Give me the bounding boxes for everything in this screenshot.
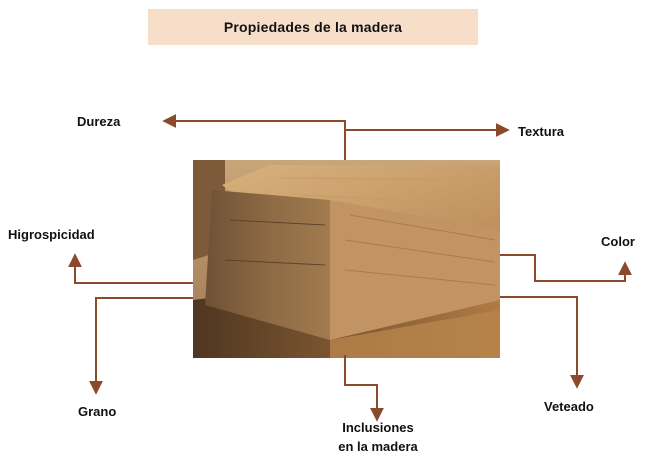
connector-grano <box>89 297 193 395</box>
connector-veteado <box>500 296 584 389</box>
label-inclusiones: Inclusiones en la madera <box>318 418 438 456</box>
label-grano: Grano <box>78 404 117 419</box>
title-box: Propiedades de la madera <box>148 9 478 45</box>
label-higrospicidad: Higrospicidad <box>8 227 95 242</box>
label-dureza: Dureza <box>77 114 121 129</box>
label-inclusiones-line1: Inclusiones <box>342 420 414 435</box>
diagram-title: Propiedades de la madera <box>223 19 403 35</box>
label-textura: Textura <box>518 124 564 139</box>
label-color: Color <box>601 234 635 249</box>
connector-color <box>500 254 632 282</box>
label-inclusiones-line2: en la madera <box>338 439 418 454</box>
connector-inclusiones <box>344 355 384 422</box>
connector-higrospicidad <box>68 253 193 284</box>
wood-photo <box>193 160 500 358</box>
label-veteado: Veteado <box>544 399 594 414</box>
connector-dureza <box>162 114 346 160</box>
connectors <box>68 114 632 422</box>
